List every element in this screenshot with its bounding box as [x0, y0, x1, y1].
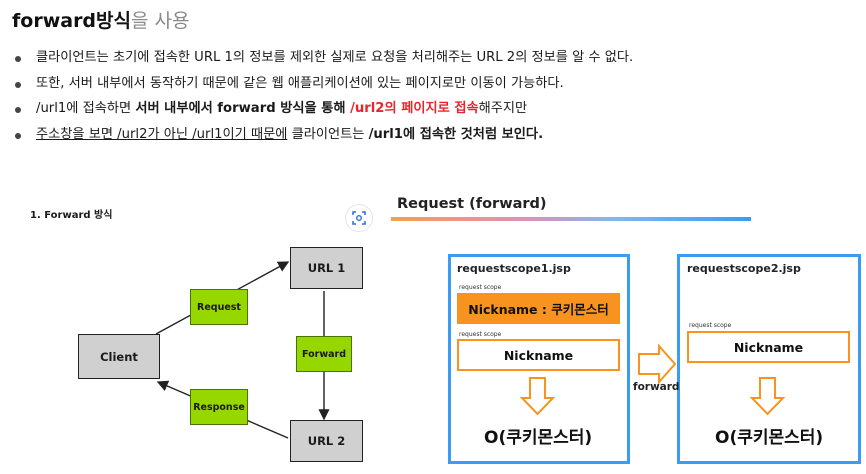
requestscope1-filename: requestscope1.jsp — [457, 262, 571, 275]
scan-icon[interactable] — [346, 205, 372, 231]
bullet-item-3: /url1에 접속하면 서버 내부에서 forward 방식을 통해 /url2… — [12, 99, 633, 125]
result-text: O(쿠키몬스터) — [715, 428, 824, 448]
bullet-item-1: 클라이언트는 초기에 접속한 URL 1의 정보를 제외한 실제로 요청을 처리… — [12, 48, 633, 74]
down-arrow-icon — [519, 377, 556, 416]
requestscope1-panel — [448, 254, 630, 464]
bullet-item-2: 또한, 서버 내부에서 동작하기 때문에 같은 웹 애플리케이션에 있는 페이지… — [12, 74, 633, 100]
title-underline — [391, 217, 751, 221]
bullet-bold-text: /url1에 접속한 것처럼 보인다. — [368, 126, 544, 142]
nickname-filled-box: Nickname : 쿠키몬스터 — [457, 293, 620, 324]
result-text: O(쿠키몬스터) — [484, 428, 593, 448]
forward-label: Forward — [296, 336, 352, 372]
scope-label: request scope — [459, 284, 502, 291]
response-label: Response — [190, 389, 248, 425]
client-box: Client — [78, 334, 160, 379]
url1-box: URL 1 — [290, 247, 363, 289]
bullet-highlight-text: /url2의 페이지로 접속 — [350, 101, 479, 116]
bullet-text: 클라이언트는 초기에 접속한 URL 1의 정보를 제외한 실제로 요청을 처리… — [36, 50, 634, 65]
heading-light: 을 사용 — [131, 10, 190, 32]
forward-arrow-icon — [638, 343, 677, 385]
heading-bold: forward방식 — [12, 10, 131, 32]
bullet-text: /url1에 접속하면 — [36, 101, 136, 116]
scope-label: request scope — [689, 322, 732, 329]
forward-arrow-label: forward — [633, 381, 680, 393]
bullet-bold-text: 서버 내부에서 forward 방식을 통해 — [135, 101, 351, 116]
bullet-list: 클라이언트는 초기에 접속한 URL 1의 정보를 제외한 실제로 요청을 처리… — [12, 48, 633, 150]
request-label: Request — [190, 289, 248, 325]
bullet-item-4: 주소창을 보면 /url2가 아닌 /url1이기 때문에 클라이언트는 /ur… — [12, 125, 633, 151]
bullet-text: 해주지만 — [478, 101, 528, 116]
requestscope2-panel — [677, 254, 861, 464]
requestscope2-filename: requestscope2.jsp — [687, 262, 801, 275]
page-heading: forward방식을 사용 — [12, 6, 189, 33]
bullet-underlined-text: 주소창을 보면 /url2가 아닌 /url1이기 때문에 — [36, 126, 288, 142]
bullet-text: 또한, 서버 내부에서 동작하기 때문에 같은 웹 애플리케이션에 있는 페이지… — [36, 75, 564, 91]
nickname-empty-box: Nickname — [687, 331, 850, 363]
scan-icon-glyph — [352, 211, 366, 225]
scope-label: request scope — [459, 331, 502, 338]
bullet-text: 클라이언트는 — [287, 126, 369, 142]
request-forward-title: Request (forward) — [397, 196, 547, 212]
url2-box: URL 2 — [290, 420, 363, 462]
down-arrow-icon — [749, 377, 786, 416]
forward-diagram-title: 1. Forward 방식 — [30, 210, 113, 221]
nickname-empty-box: Nickname — [457, 339, 620, 371]
